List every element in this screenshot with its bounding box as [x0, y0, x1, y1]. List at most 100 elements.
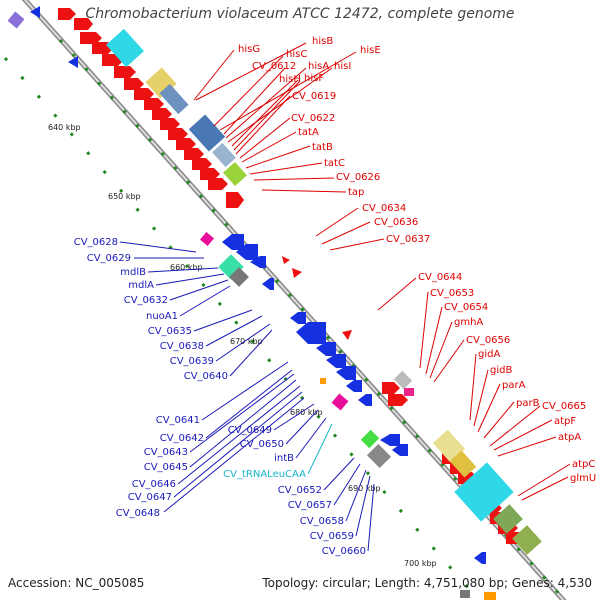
gene-label[interactable]: CV_0636: [374, 217, 418, 228]
gene-label[interactable]: CV_0653: [430, 288, 474, 299]
gene-label[interactable]: CV_0659: [310, 531, 354, 542]
gene-label[interactable]: CV_0644: [418, 272, 462, 283]
gene-label[interactable]: gmhA: [454, 317, 483, 328]
gene-arrow[interactable]: [30, 6, 40, 18]
gene-label[interactable]: CV_0652: [278, 485, 322, 496]
gene-arrow[interactable]: [68, 56, 78, 68]
gene-label[interactable]: CV_0637: [386, 234, 430, 245]
gene-arrow[interactable]: [474, 552, 486, 564]
gene-label[interactable]: CV_0640: [184, 371, 228, 382]
gene-label[interactable]: CV_0619: [292, 91, 336, 102]
gene-label[interactable]: hisF: [304, 73, 324, 84]
gene-label[interactable]: CV_0612: [252, 61, 296, 72]
gene-label[interactable]: hisC: [286, 49, 307, 60]
gene-arrow[interactable]: [326, 354, 346, 368]
gene-label[interactable]: CV_0641: [156, 415, 200, 426]
gene-label[interactable]: CV_0654: [444, 302, 488, 313]
gene-label[interactable]: CV_0649: [228, 425, 272, 436]
gene-label[interactable]: CV_0648: [116, 508, 160, 519]
gene-arrow[interactable]: [74, 18, 93, 30]
gene-label[interactable]: atpA: [558, 432, 581, 443]
gene-arrow[interactable]: [282, 256, 290, 264]
gene-arrow[interactable]: [160, 118, 180, 130]
gene-arrow[interactable]: [184, 148, 204, 160]
gene-label[interactable]: CV_0650: [240, 439, 284, 450]
gene-label[interactable]: hisI: [334, 61, 351, 72]
gene-label[interactable]: tatB: [312, 142, 333, 153]
gene-label[interactable]: CV_0660: [322, 546, 366, 557]
gene-label[interactable]: parA: [502, 380, 526, 391]
gene-label[interactable]: CV_0638: [160, 341, 204, 352]
gene-label[interactable]: hisE: [360, 45, 381, 56]
gene-arrow[interactable]: [134, 88, 154, 100]
gene-label[interactable]: hisH: [279, 74, 301, 85]
gene-arrow[interactable]: [382, 382, 400, 394]
gene-label[interactable]: glmU: [570, 473, 596, 484]
gene-label[interactable]: CV_0643: [144, 447, 188, 458]
gene-arrow[interactable]: [176, 138, 196, 150]
gene-arrow[interactable]: [192, 158, 212, 170]
gene-label[interactable]: CV_0657: [288, 500, 332, 511]
trna-label[interactable]: CV_tRNALeuCAA: [223, 469, 306, 480]
gene-arrow[interactable]: [262, 278, 274, 290]
gene-label[interactable]: CV_0632: [124, 295, 168, 306]
gene-arrow[interactable]: [124, 78, 144, 90]
gene-arrow[interactable]: [58, 8, 76, 20]
gene-label[interactable]: CV_0665: [542, 401, 586, 412]
gene-arrow[interactable]: [80, 32, 102, 44]
gene-label[interactable]: CV_0645: [144, 462, 188, 473]
gene-label[interactable]: CV_0658: [300, 516, 344, 527]
gene-label[interactable]: gidB: [490, 365, 512, 376]
gene-arrow[interactable]: [226, 192, 244, 208]
gene-label[interactable]: intB: [274, 453, 294, 464]
gene-label[interactable]: CV_0656: [466, 335, 510, 346]
gene-arrow[interactable]: [388, 394, 408, 406]
gene-label[interactable]: atpC: [572, 459, 595, 470]
tick-label: 700 kbp: [404, 559, 437, 568]
gene-arrow[interactable]: [236, 244, 258, 260]
gene-label[interactable]: mdlB: [120, 267, 146, 278]
gene-arrow[interactable]: [296, 322, 326, 344]
gene-arrow[interactable]: [292, 268, 302, 278]
gene-arrow[interactable]: [250, 256, 266, 268]
gene-arrow[interactable]: [114, 66, 136, 78]
gene-label[interactable]: tatC: [324, 158, 345, 169]
gene-label[interactable]: CV_0622: [291, 113, 335, 124]
gene-label[interactable]: parB: [516, 398, 540, 409]
gene-label[interactable]: nuoA1: [146, 311, 178, 322]
gene-label[interactable]: tap: [348, 187, 364, 198]
gene-label[interactable]: CV_0634: [362, 203, 406, 214]
gene-arrow[interactable]: [346, 380, 362, 392]
gene-label[interactable]: hisB: [312, 36, 333, 47]
gene-arrow[interactable]: [316, 342, 336, 356]
gene-arrow[interactable]: [336, 366, 356, 380]
gene-label[interactable]: tatA: [298, 127, 319, 138]
gene-arrow[interactable]: [222, 234, 244, 250]
gene-arrow[interactable]: [168, 128, 188, 140]
gene-label[interactable]: CV_0639: [170, 356, 214, 367]
gene-label[interactable]: CV_0626: [336, 172, 380, 183]
gene-label[interactable]: atpF: [554, 416, 576, 427]
gene-label[interactable]: CV_0629: [87, 253, 131, 264]
gene-arrow[interactable]: [290, 312, 306, 324]
gene-label[interactable]: hisG: [238, 44, 260, 55]
gene-label[interactable]: mdlA: [128, 280, 154, 291]
gene-label[interactable]: CV_0647: [128, 492, 172, 503]
gene-label[interactable]: CV_0642: [160, 433, 204, 444]
gene-label[interactable]: CV_0646: [132, 479, 176, 490]
gene-label[interactable]: gidA: [478, 349, 500, 360]
gene-arrow[interactable]: [358, 394, 372, 406]
gene-label[interactable]: CV_0628: [74, 237, 118, 248]
gene-arrow[interactable]: [144, 98, 164, 110]
forward-labels: hisB hisG hisC hisE CV_0612 hisA hisI hi…: [238, 36, 596, 484]
gene-arrow[interactable]: [152, 108, 172, 120]
gene-label[interactable]: hisA: [308, 61, 329, 72]
gene-arrow[interactable]: [380, 434, 400, 446]
gene-arrow[interactable]: [342, 330, 352, 340]
feature-blocks: [7, 11, 542, 600]
gene-label[interactable]: CV_0635: [148, 326, 192, 337]
gene-arrow[interactable]: [392, 444, 408, 456]
gene-arrow[interactable]: [208, 178, 228, 190]
gene-arrow[interactable]: [200, 168, 220, 180]
